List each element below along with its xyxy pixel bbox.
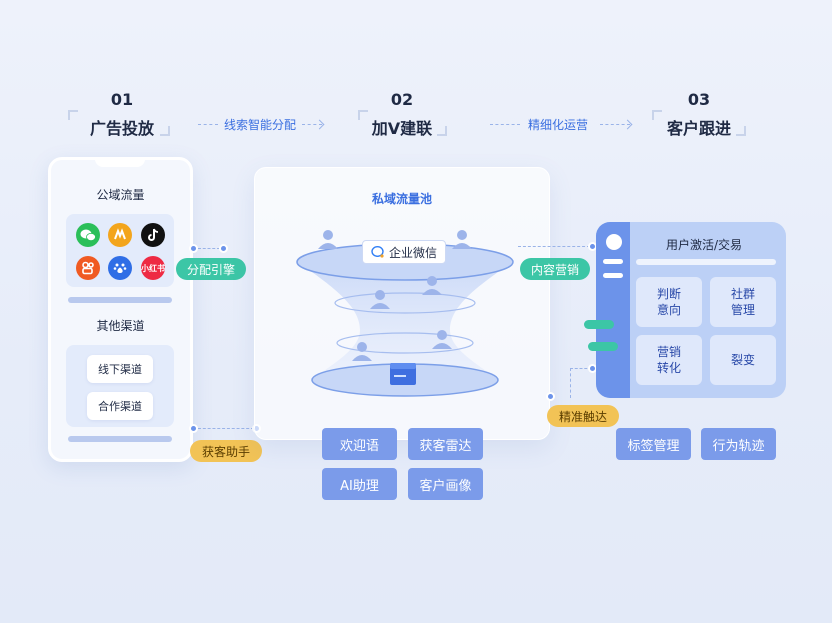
- panel-side-strip: [596, 222, 630, 398]
- step-number-03: 03: [687, 90, 711, 109]
- connector-dot: [189, 244, 198, 253]
- precise-reach-pill[interactable]: 精准触达: [547, 405, 619, 427]
- side-line: [603, 273, 623, 278]
- content-marketing-pill[interactable]: 内容营销: [520, 258, 590, 280]
- connector-line: [570, 368, 592, 369]
- douyin-icon[interactable]: [141, 223, 165, 247]
- connector-line: [198, 428, 254, 429]
- connector-dash: [198, 124, 218, 125]
- connector-label-lead: 线索智能分配: [224, 118, 297, 132]
- channel-partner[interactable]: 合作渠道: [87, 392, 153, 420]
- connector-dot: [189, 424, 198, 433]
- divider-bar: [68, 436, 172, 442]
- connector-line: [198, 248, 220, 249]
- activation-title: 用户激活/交易: [666, 238, 743, 252]
- step-title-ad: 广告投放: [89, 119, 154, 138]
- connector-dash: [600, 124, 630, 125]
- wechat-icon[interactable]: [76, 223, 100, 247]
- avatar: [606, 234, 622, 250]
- step-number-02: 02: [390, 90, 414, 109]
- feature-radar[interactable]: 获客雷达: [408, 428, 483, 460]
- connector-dot: [219, 244, 228, 253]
- tag-management-button[interactable]: 标签管理: [616, 428, 691, 460]
- arrow-right-icon: [622, 119, 633, 130]
- kuaishou-icon[interactable]: [76, 256, 100, 280]
- channel-offline[interactable]: 线下渠道: [87, 355, 153, 383]
- bracket-right: [736, 126, 746, 136]
- mini-app-icon[interactable]: [108, 223, 132, 247]
- divider-bar: [68, 297, 172, 303]
- cell-community[interactable]: 社群 管理: [710, 277, 776, 327]
- wecom-label: 企业微信: [388, 245, 437, 260]
- panel-bar: [636, 259, 776, 265]
- step-title-wechat: 加V建联: [371, 119, 433, 138]
- tag-chip-green: [584, 320, 614, 329]
- feature-portrait[interactable]: 客户画像: [408, 468, 483, 500]
- pool-title: 私域流量池: [372, 192, 433, 206]
- cell-conversion[interactable]: 营销 转化: [636, 335, 702, 385]
- other-channels-title: 其他渠道: [96, 319, 145, 333]
- connector-dot: [546, 392, 555, 401]
- arrow-right-icon: [314, 119, 325, 130]
- cell-intent[interactable]: 判断 意向: [636, 277, 702, 327]
- wecom-badge[interactable]: 企业微信: [362, 240, 446, 264]
- acquire-assistant-pill[interactable]: 获客助手: [190, 440, 262, 462]
- tag-chip-green: [588, 342, 618, 351]
- step-title-followup: 客户跟进: [666, 119, 731, 138]
- side-line: [603, 259, 623, 264]
- feature-welcome[interactable]: 欢迎语: [322, 428, 397, 460]
- baidu-icon[interactable]: [108, 256, 132, 280]
- connector-label-ops: 精细化运营: [528, 118, 589, 132]
- feature-ai-assistant[interactable]: AI助理: [322, 468, 397, 500]
- connector-dash: [302, 124, 322, 125]
- bracket-left: [68, 110, 78, 120]
- step-number-01: 01: [110, 90, 134, 109]
- wecom-icon: [371, 245, 384, 258]
- phone-notch: [95, 159, 145, 167]
- connector-line: [518, 246, 590, 247]
- connector-dash: [490, 124, 520, 125]
- bracket-left: [652, 110, 662, 120]
- xiaohongshu-icon[interactable]: 小红书: [141, 256, 165, 280]
- connector-line: [570, 368, 571, 398]
- public-traffic-title: 公域流量: [96, 188, 145, 202]
- bracket-right: [160, 126, 170, 136]
- behavior-track-button[interactable]: 行为轨迹: [701, 428, 776, 460]
- bracket-right: [437, 126, 447, 136]
- distribute-engine-pill[interactable]: 分配引擎: [176, 258, 246, 280]
- cell-fission[interactable]: 裂变: [710, 335, 776, 385]
- bracket-left: [358, 110, 368, 120]
